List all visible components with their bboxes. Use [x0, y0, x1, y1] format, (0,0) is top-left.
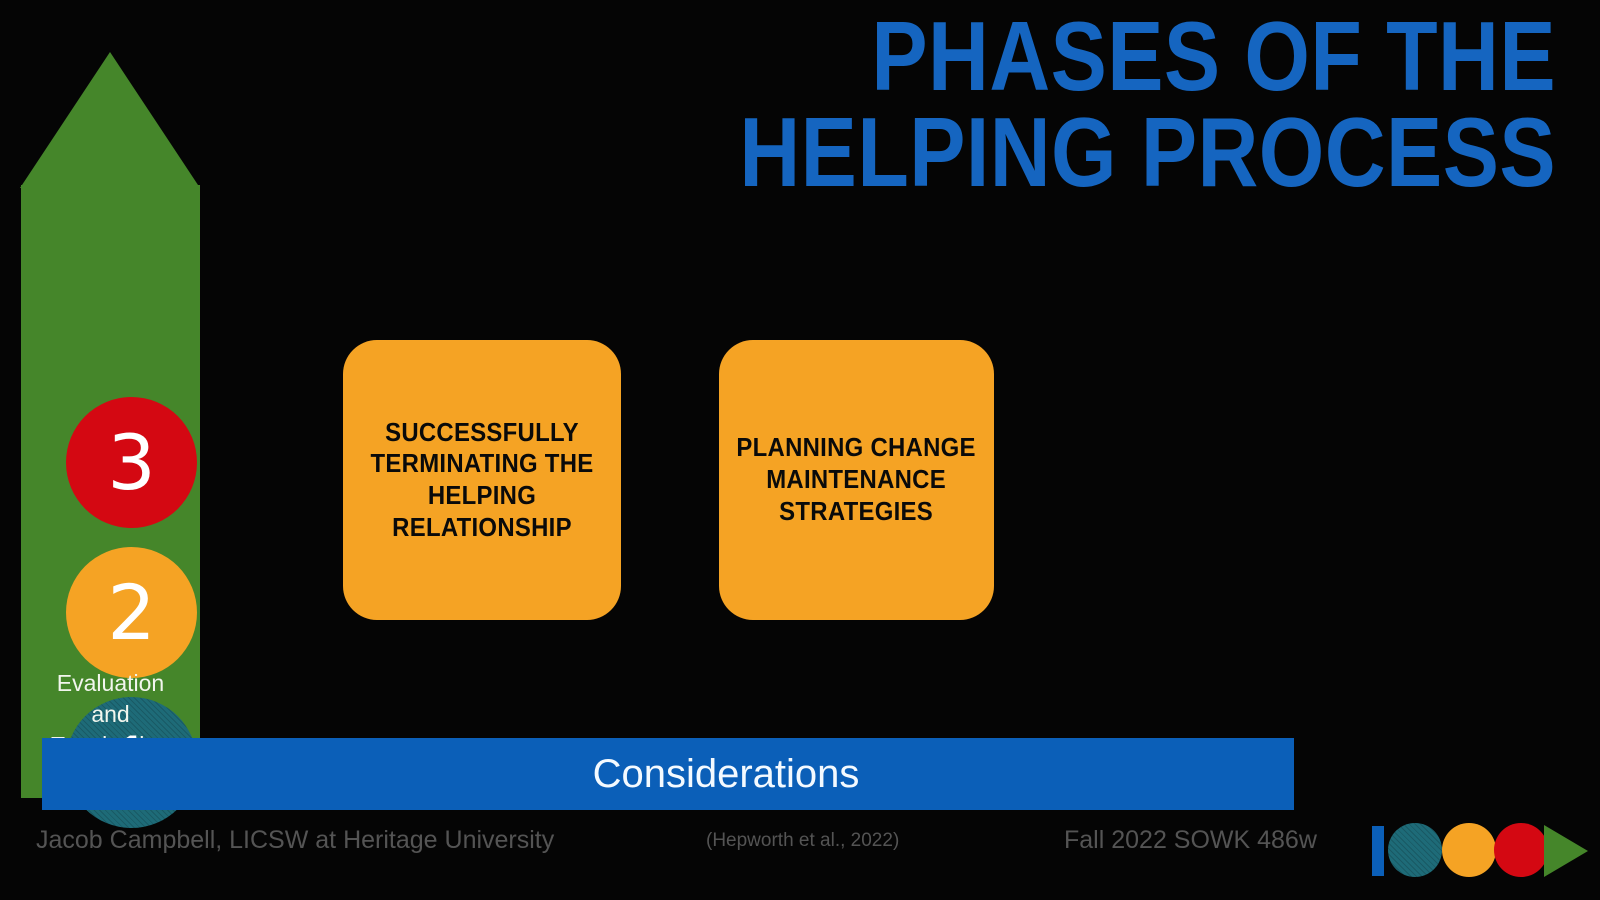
title-line-2: HELPING PROCESS: [739, 97, 1556, 208]
footer-course: Fall 2022 SOWK 486w: [1064, 826, 1317, 854]
phase-circle-2-number: 2: [107, 568, 156, 657]
content-card-successful-termination-text: SUCCESSFULLY TERMINATING THE HELPING REL…: [370, 416, 594, 542]
logo-orange-circle-icon: [1442, 823, 1496, 877]
phase-circle-2[interactable]: 2: [66, 547, 197, 678]
content-card-successful-termination[interactable]: SUCCESSFULLY TERMINATING THE HELPING REL…: [343, 340, 621, 620]
footer-citation: (Hepworth et al., 2022): [706, 830, 900, 851]
logo-teal-circle-icon: [1388, 823, 1442, 877]
considerations-banner-label: Considerations: [592, 751, 860, 796]
page-title: PHASES OF THE HELPING PROCESS: [556, 1, 1556, 208]
considerations-banner: Considerations: [42, 738, 1294, 810]
logo-green-triangle-icon: [1544, 825, 1588, 877]
phase-circle-3[interactable]: 3: [66, 397, 197, 528]
phase-circle-3-number: 3: [107, 418, 156, 507]
tower-spire-icon: [20, 52, 200, 188]
title-line-1: PHASES OF THE: [871, 1, 1556, 111]
brand-logo: [1372, 823, 1588, 879]
footer-author: Jacob Campbell, LICSW at Heritage Univer…: [36, 826, 555, 854]
content-card-change-maintenance[interactable]: PLANNING CHANGE MAINTENANCE STRATEGIES: [719, 340, 994, 620]
content-card-change-maintenance-text: PLANNING CHANGE MAINTENANCE STRATEGIES: [736, 432, 977, 526]
logo-red-circle-icon: [1494, 823, 1548, 877]
logo-bar-icon: [1372, 826, 1384, 876]
